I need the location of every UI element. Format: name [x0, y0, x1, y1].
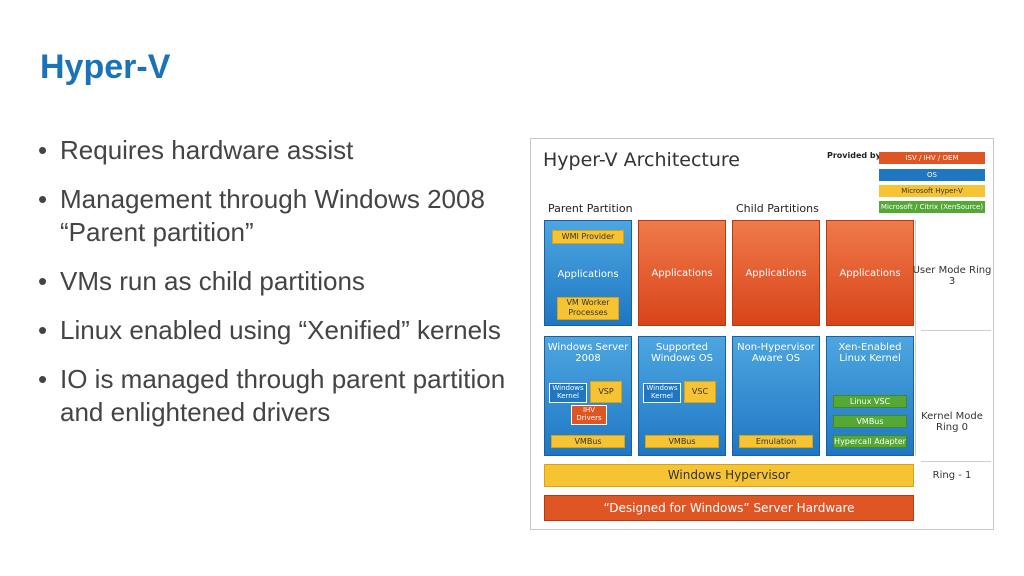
provided-by-label: Provided by: — [827, 151, 885, 160]
ring-kernel-label: Kernel Mode Ring 0 — [921, 411, 983, 433]
ihv-drivers: IHV Drivers — [571, 405, 607, 425]
bullet-item: VMs run as child partitions — [38, 265, 508, 298]
wmi-provider: WMI Provider — [552, 230, 624, 244]
legend-xen: Microsoft / Citrix (XenSource) — [879, 201, 985, 213]
bullet-item: Management through Windows 2008 “Parent … — [38, 183, 508, 249]
diagram-title: Hyper-V Architecture — [543, 149, 740, 171]
bullet-list: Requires hardware assist Management thro… — [38, 134, 508, 445]
applications-label: Applications — [651, 268, 713, 279]
ring-divider — [915, 220, 916, 456]
child-partitions-label: Child Partitions — [736, 202, 819, 215]
kernel-col-windows-server: Windows Server 2008 Windows Kernel VSP I… — [544, 336, 632, 456]
bullet-item: Requires hardware assist — [38, 134, 508, 167]
bullet-item: IO is managed through parent partition a… — [38, 363, 508, 429]
ring-divider — [921, 330, 991, 331]
ring-minus1-label: Ring - 1 — [932, 470, 972, 481]
supported-windows-title: Supported Windows OS — [650, 342, 714, 364]
child-applications-1: Applications — [638, 220, 726, 326]
parent-user-box: WMI Provider Applications VM Worker Proc… — [544, 220, 632, 326]
applications-label: Applications — [839, 268, 901, 279]
kernel-col-xen-linux: Xen-Enabled Linux Kernel Linux VSC VMBus… — [826, 336, 914, 456]
non-hypervisor-title: Non-Hypervisor Aware OS — [737, 342, 815, 364]
ring-user-label: User Mode Ring 3 — [912, 265, 992, 287]
windows-server-title: Windows Server 2008 — [547, 342, 629, 364]
slide-title: Hyper-V — [40, 48, 171, 86]
vmbus-linux: VMBus — [833, 415, 907, 428]
vmbus-child: VMBus — [645, 435, 719, 448]
legend-isv: ISV / IHV / OEM — [879, 152, 985, 164]
legend-os: OS — [879, 169, 985, 181]
windows-kernel: Windows Kernel — [643, 383, 681, 403]
linux-vsc: Linux VSC — [833, 395, 907, 408]
bullet-item: Linux enabled using “Xenified” kernels — [38, 314, 508, 347]
applications-label: Applications — [745, 268, 807, 279]
kernel-col-non-hypervisor: Non-Hypervisor Aware OS Emulation — [732, 336, 820, 456]
parent-partition-label: Parent Partition — [548, 202, 633, 215]
ring-divider — [921, 461, 991, 462]
server-hardware-bar: “Designed for Windows” Server Hardware — [544, 495, 914, 521]
xen-linux-title: Xen-Enabled Linux Kernel — [838, 342, 902, 364]
architecture-diagram: Hyper-V Architecture Provided by: ISV / … — [530, 138, 994, 530]
parent-applications: Applications — [557, 269, 619, 280]
child-applications-2: Applications — [732, 220, 820, 326]
legend-hyperv: Microsoft Hyper-V — [879, 185, 985, 197]
windows-hypervisor-bar: Windows Hypervisor — [544, 464, 914, 487]
vm-worker-processes: VM Worker Processes — [557, 297, 619, 320]
emulation: Emulation — [739, 435, 813, 448]
vsc: VSC — [684, 381, 716, 403]
vmbus-parent: VMBus — [551, 435, 625, 448]
vsp: VSP — [590, 381, 622, 403]
child-applications-3: Applications — [826, 220, 914, 326]
hypercall-adapter: Hypercall Adapter — [833, 435, 907, 448]
kernel-col-supported-windows: Supported Windows OS Windows Kernel VSC … — [638, 336, 726, 456]
windows-kernel: Windows Kernel — [549, 383, 587, 403]
